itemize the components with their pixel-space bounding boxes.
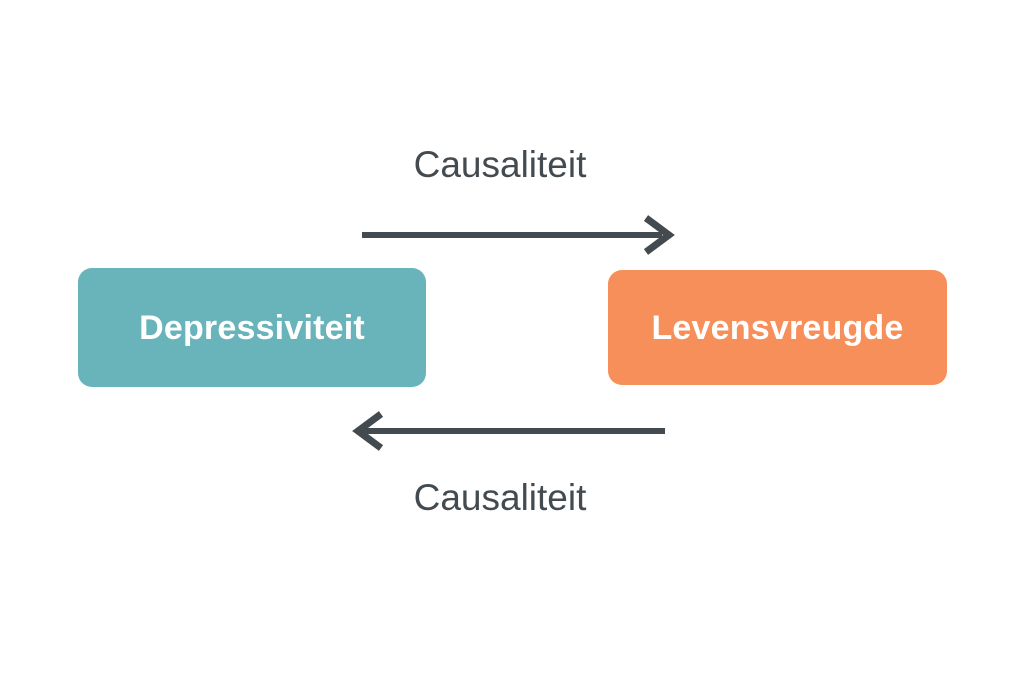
arrow-head-right-icon: [643, 215, 675, 255]
edge-label-bottom-causaliteit: Causaliteit: [413, 477, 587, 518]
arrow-head-left-icon: [352, 411, 384, 451]
arrow-right-to-left: [352, 411, 665, 451]
node-levensvreugde[interactable]: Levensvreugde: [608, 270, 947, 385]
edge-label-top-causaliteit: Causaliteit: [413, 144, 587, 185]
node-levensvreugde-label: Levensvreugde: [651, 308, 904, 347]
node-depressiviteit-label: Depressiviteit: [139, 308, 365, 347]
node-depressiviteit[interactable]: Depressiviteit: [78, 268, 426, 387]
arrow-left-to-right: [362, 215, 675, 255]
